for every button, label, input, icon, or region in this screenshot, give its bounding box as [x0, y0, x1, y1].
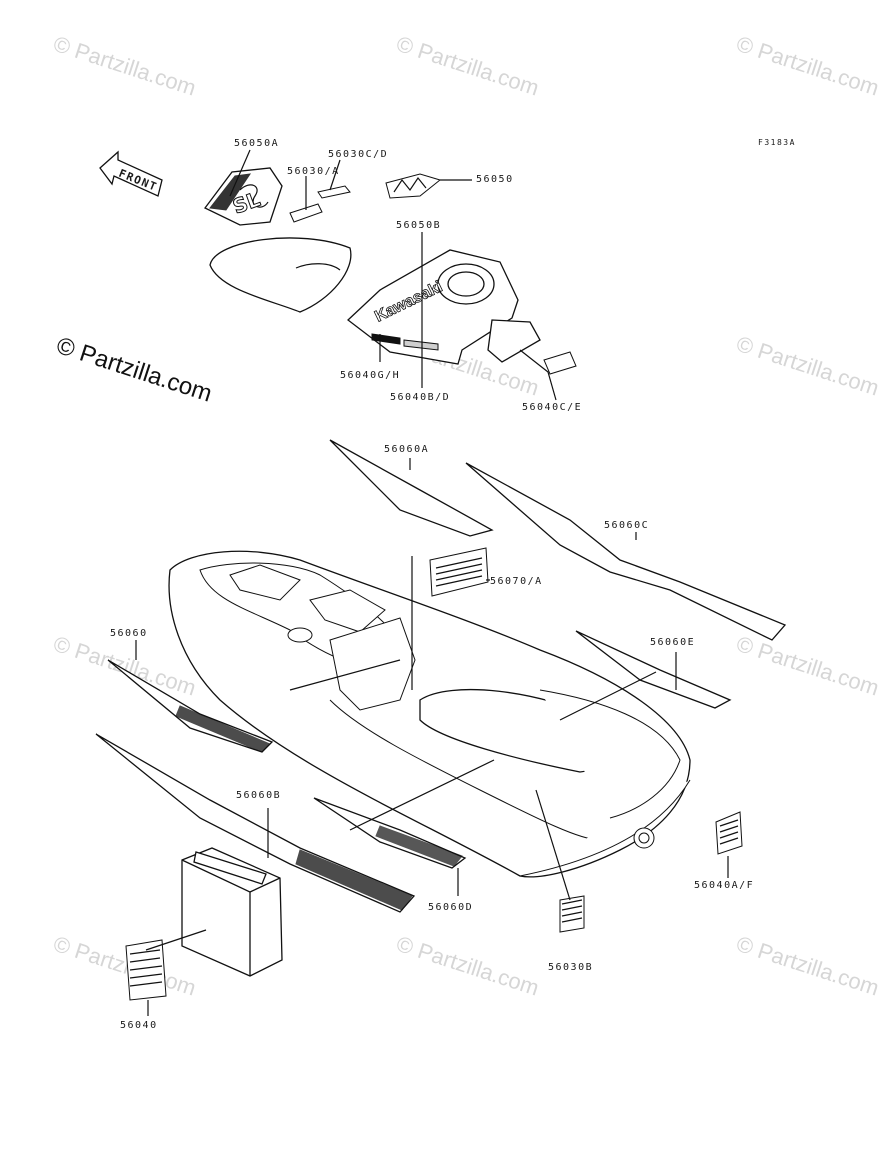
warning-label-56030b [559, 895, 585, 933]
watermark-tile: © Partzilla.com [733, 31, 882, 101]
callout-56030cd: 56030C/D [328, 149, 388, 160]
callout-56060d: 56060D [428, 902, 473, 913]
callout-56030b: 56030B [548, 962, 593, 973]
decal-56040ce [543, 351, 577, 375]
callout-56060e: 56060E [650, 637, 695, 648]
watermark-tile: © Partzilla.com [50, 931, 199, 1001]
decal-56030a [289, 203, 323, 223]
watermark-tile: © Partzilla.com [50, 31, 199, 101]
seat [209, 237, 352, 313]
decal-56050 [385, 173, 442, 199]
callout-56070a: 56070/A [490, 576, 543, 587]
callout-56050a: 56050A [234, 138, 279, 149]
callout-56040gh: 56040G/H [340, 370, 400, 381]
battery [181, 847, 283, 977]
watermark-tile: © Partzilla.com [393, 931, 542, 1001]
stripe-56060e [575, 630, 732, 709]
watermark-tile: © Partzilla.com [733, 631, 882, 701]
seat-decal-sl: SL [204, 167, 283, 226]
callout-56060c: 56060C [604, 520, 649, 531]
figure-code: F3183A [758, 138, 796, 147]
warning-label-56070a [429, 547, 489, 597]
stripe-56060a [329, 439, 494, 537]
stripe-56060c [465, 462, 787, 641]
callout-labels: 56050A 56030C/D 56030/A 56050 56050B 560… [110, 138, 754, 1031]
leader-lines [135, 149, 729, 1016]
partzilla-watermark: © Partzilla.com [53, 332, 215, 408]
watermark-tile: © Partzilla.com [393, 31, 542, 101]
callout-56050: 56050 [476, 174, 514, 185]
watermark-tile: © Partzilla.com [733, 931, 882, 1001]
callout-56060: 56060 [110, 628, 148, 639]
stripe-56060 [107, 659, 274, 753]
callout-56040af: 56040A/F [694, 880, 754, 891]
front-arrow-icon: FRONT [99, 150, 163, 197]
engine-cover: Kawasaki [346, 249, 541, 365]
callout-56030a: 56030/A [287, 166, 340, 177]
warning-label-56040af [715, 811, 743, 855]
watermark-tile: © Partzilla.com [733, 331, 882, 401]
callout-56040bd: 56040B/D [390, 392, 450, 403]
decal-56030cd [317, 185, 351, 199]
watermark-tile: © Partzilla.com [50, 631, 199, 701]
warning-label-56040 [125, 939, 167, 1001]
callout-56060b: 56060B [236, 790, 281, 801]
stripe-56060d [313, 797, 467, 869]
hull [168, 550, 691, 878]
callout-56040: 56040 [120, 1020, 158, 1031]
callout-56040ce: 56040C/E [522, 402, 582, 413]
callout-56050b: 56050B [396, 220, 441, 231]
stripe-56060b [95, 733, 416, 913]
callout-56060a: 56060A [384, 444, 429, 455]
